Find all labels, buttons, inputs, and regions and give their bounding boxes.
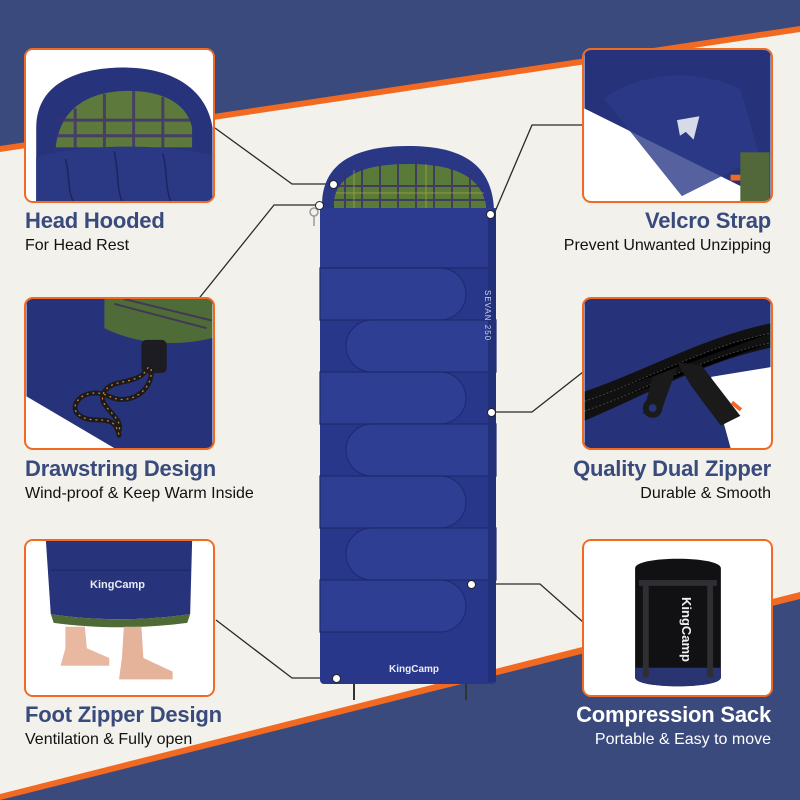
feature-title-velcro-strap: Velcro Strap [645, 208, 771, 233]
connector-dual-zipper [491, 371, 584, 413]
card-foot-zipper-image: KingCamp [24, 539, 215, 697]
card-velcro-strap-image [582, 48, 773, 203]
hotspot-dual-zipper[interactable] [487, 408, 496, 417]
bag-brand-logo: KingCamp [389, 664, 439, 675]
hotspot-velcro[interactable] [486, 210, 495, 219]
sleeping-bag-main [309, 146, 497, 700]
sack-brand-logo: KingCamp [679, 597, 694, 662]
drawstring-illustration [26, 299, 213, 448]
bag-model-text: SEVAN 250 [483, 290, 492, 342]
head-hood-illustration [26, 50, 213, 201]
hotspot-compression[interactable] [467, 580, 476, 589]
hotspot-drawstring[interactable] [315, 201, 324, 210]
feature-subtitle-foot-zipper: Ventilation & Fully open [25, 731, 193, 748]
velcro-illustration [584, 50, 771, 201]
feature-subtitle-head-hooded: For Head Rest [25, 237, 130, 254]
brand-logo-icon [677, 116, 700, 140]
card-drawstring-image [24, 297, 215, 450]
feature-subtitle-drawstring: Wind-proof & Keep Warm Inside [25, 485, 254, 502]
cord-lock-icon [141, 339, 167, 374]
connector-head-hooded [214, 127, 334, 185]
feature-title-drawstring: Drawstring Design [25, 456, 216, 481]
hotspot-head-hooded[interactable] [329, 180, 338, 189]
feature-subtitle-dual-zipper: Durable & Smooth [640, 485, 771, 502]
connector-foot-zipper [215, 619, 335, 679]
hotspot-foot-zipper[interactable] [332, 674, 341, 683]
feature-title-foot-zipper: Foot Zipper Design [25, 702, 222, 727]
card-head-hooded-image [24, 48, 215, 203]
feature-subtitle-velcro-strap: Prevent Unwanted Unzipping [563, 237, 771, 254]
feature-title-dual-zipper: Quality Dual Zipper [573, 456, 771, 481]
dual-zipper-illustration [584, 299, 771, 448]
card-dual-zipper-image [582, 297, 773, 450]
zipper-pull-icon [642, 362, 741, 426]
feature-title-head-hooded: Head Hooded [25, 208, 165, 233]
foot-zipper-illustration [26, 541, 213, 695]
card-compression-sack-image: KingCamp [582, 539, 773, 697]
connector-velcro [493, 124, 583, 215]
feature-title-compression-sack: Compression Sack [576, 702, 771, 727]
compression-sack-illustration [584, 541, 771, 695]
connector-drawstring [179, 204, 322, 323]
feature-subtitle-compression-sack: Portable & Easy to move [594, 731, 771, 748]
foot-brand-logo: KingCamp [90, 579, 145, 591]
